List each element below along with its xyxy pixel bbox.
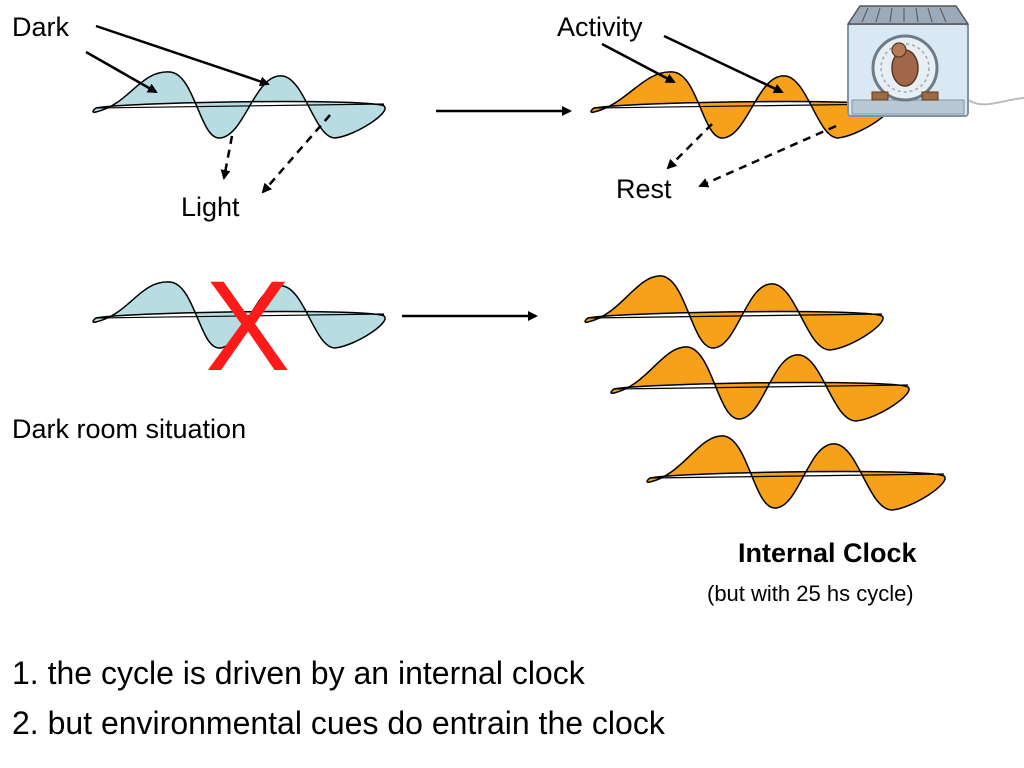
summary-point-1: 1. the cycle is driven by an internal cl… <box>12 655 585 691</box>
free-running-wave-1 <box>584 275 884 351</box>
light-arrow-1 <box>220 135 234 180</box>
cycle-note-label: (but with 25 hs cycle) <box>707 581 914 606</box>
free-running-wave-2 <box>610 346 910 422</box>
free-running-wave-3 <box>646 435 946 511</box>
light-arrow-2 <box>261 114 331 194</box>
hamster-wheel-cage-icon <box>846 5 1024 117</box>
light-dark-wave-dark-room <box>92 281 386 349</box>
rest-arrow-2 <box>698 124 837 188</box>
light-dark-wave <box>92 71 386 139</box>
dark-arrow-1 <box>95 24 270 87</box>
dark-label: Dark <box>12 12 70 42</box>
rest-label: Rest <box>616 174 672 204</box>
internal-clock-label: Internal Clock <box>738 538 917 568</box>
dark-room-label: Dark room situation <box>12 414 247 444</box>
cross-mark: X <box>205 255 291 398</box>
rest-arrow-1 <box>666 123 713 170</box>
summary-point-2: 2. but environmental cues do entrain the… <box>12 705 665 741</box>
activity-wave <box>590 71 890 139</box>
activity-arrow-1 <box>601 42 676 84</box>
dark-arrow-2 <box>85 50 158 94</box>
summary-points: 1. the cycle is driven by an internal cl… <box>12 648 665 748</box>
activity-arrow-2 <box>663 34 784 94</box>
activity-label: Activity <box>557 12 643 42</box>
light-dark-wave-shape <box>92 71 386 139</box>
activity-wave-shape <box>590 71 890 139</box>
light-dark-wave-shape <box>92 281 386 349</box>
light-label: Light <box>181 192 240 222</box>
